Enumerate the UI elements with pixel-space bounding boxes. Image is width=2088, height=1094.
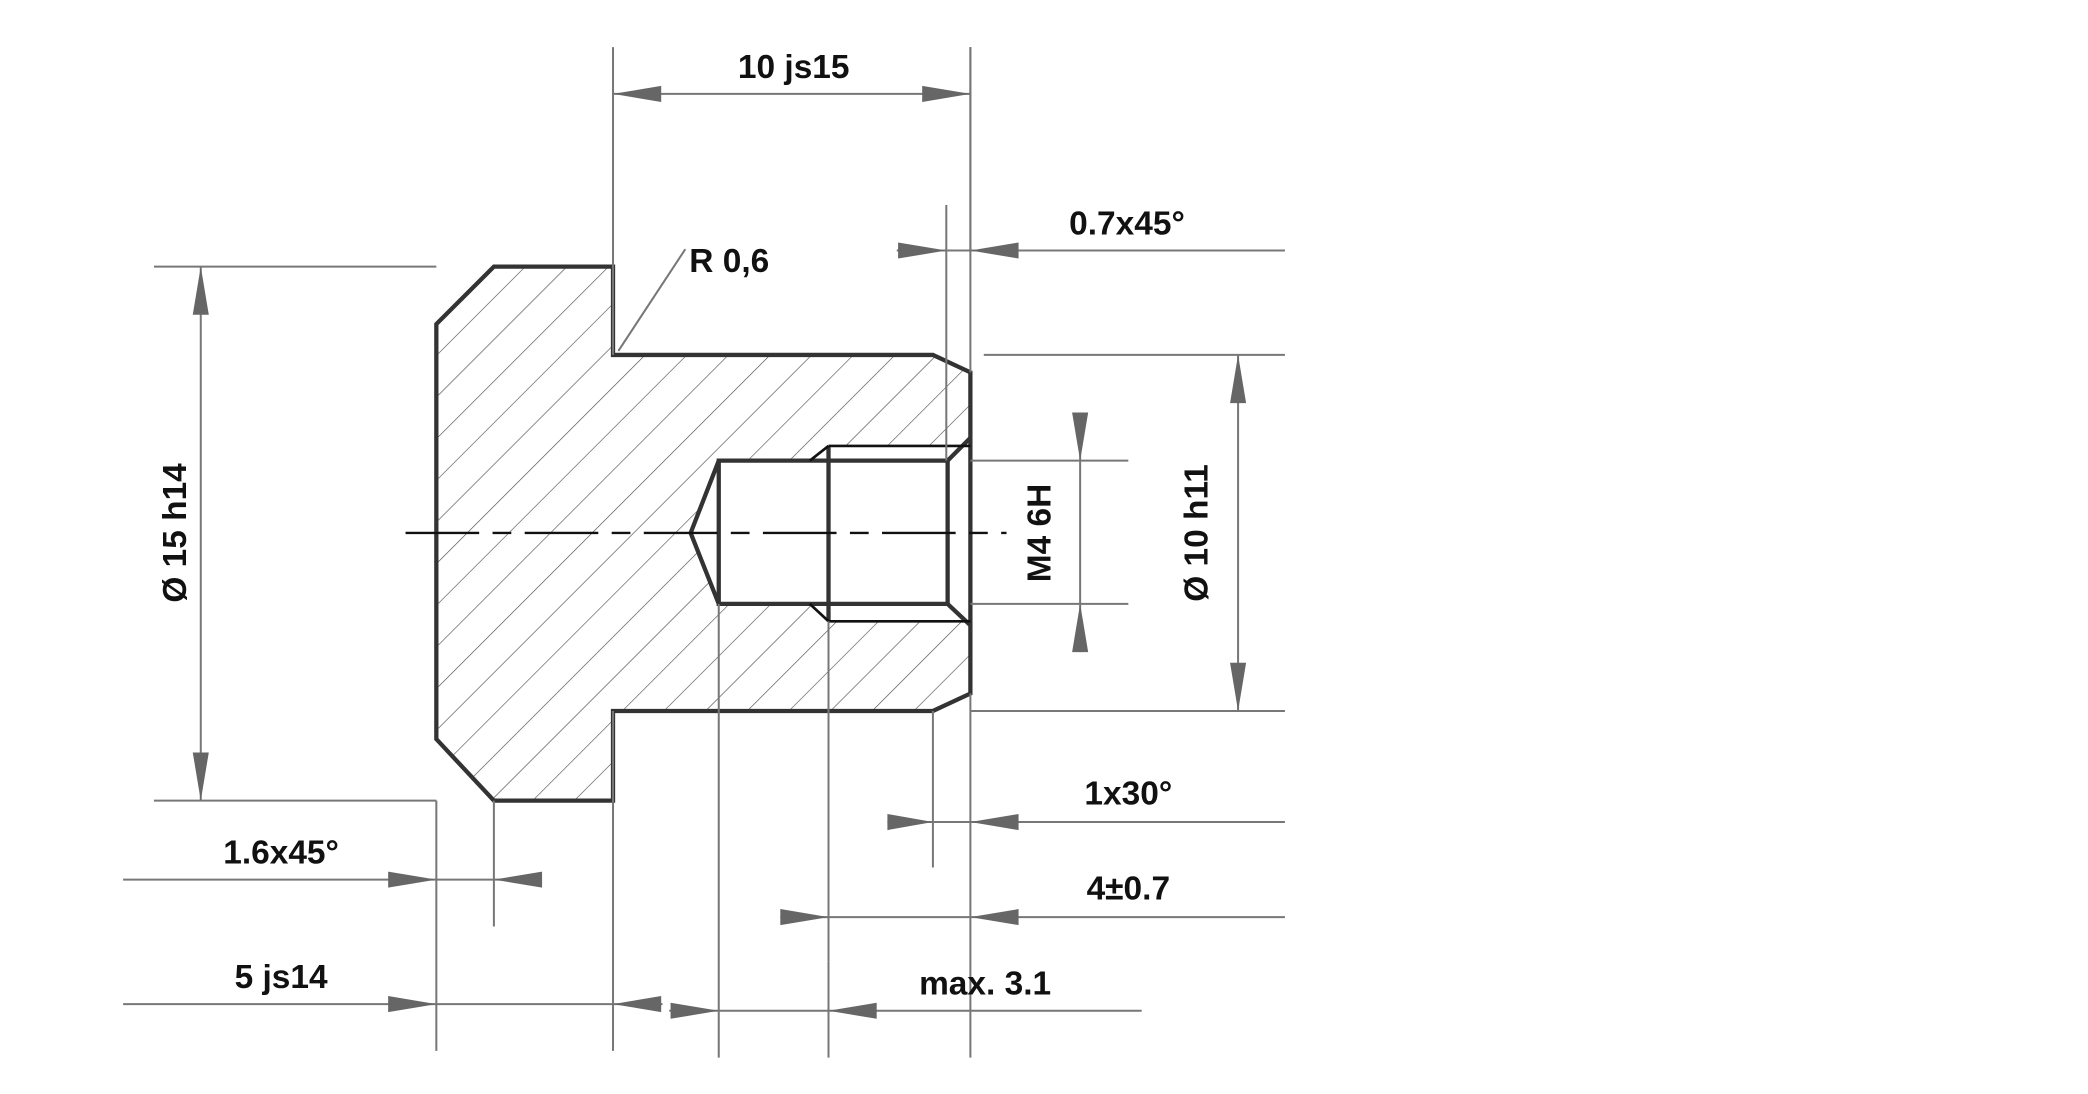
dimension-arrows	[192, 85, 1247, 1019]
dimension-lines	[123, 47, 1285, 1058]
dim-chamfer-head: 1.6x45°	[223, 835, 339, 872]
dim-diameter-shank: Ø 10 h11	[1178, 464, 1215, 602]
dim-chamfer-shank: 1x30°	[1084, 776, 1172, 813]
dim-head-length: 5 js14	[235, 959, 328, 996]
dim-radius: R 0,6	[689, 243, 769, 280]
dim-thread: M4 6H	[1022, 484, 1059, 583]
dim-length-top: 10 js15	[738, 49, 850, 86]
dim-drill-max: max. 3.1	[919, 966, 1051, 1003]
dim-chamfer-right: 0.7x45°	[1069, 205, 1185, 242]
dim-thread-depth: 4±0.7	[1087, 871, 1170, 908]
section-hatching	[436, 266, 971, 801]
dim-diameter-head: Ø 15 h14	[157, 463, 194, 603]
